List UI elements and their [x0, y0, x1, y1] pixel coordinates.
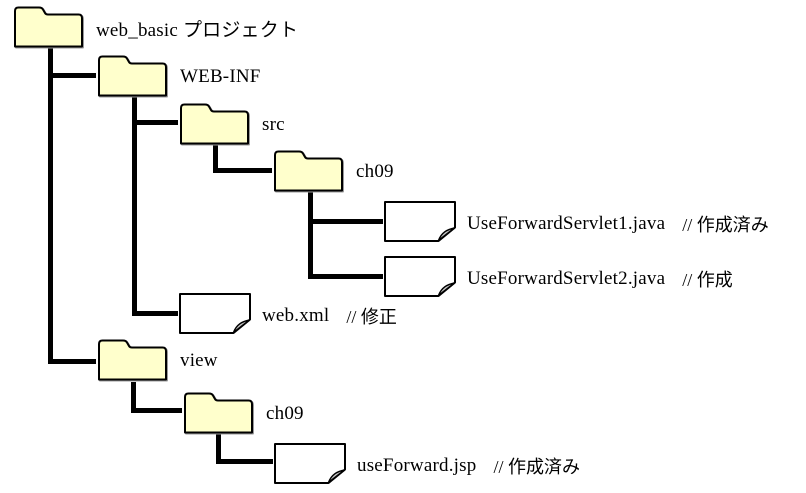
tree-connector-branch-servlet2 — [308, 274, 383, 279]
tree-node-src: src — [178, 100, 285, 146]
node-label: web.xml — [262, 304, 330, 326]
tree-connector-branch-ch09view — [131, 408, 182, 413]
folder-icon — [98, 55, 167, 97]
folder-icon — [184, 392, 253, 434]
tree-connector-branch-webxml — [132, 311, 178, 316]
tree-node-ch09-src: ch09 — [272, 147, 394, 193]
folder-icon — [98, 339, 167, 381]
tree-node-web-basic: web_basic プロジェクト — [12, 3, 298, 49]
tree-connector-branch-servlet1 — [308, 219, 383, 224]
tree-node-view: view — [96, 336, 218, 382]
tree-connector-trunk-view — [131, 382, 136, 413]
tree-connector-branch-webinf — [48, 73, 96, 78]
tree-connector-branch-jsp — [216, 459, 273, 464]
file-icon — [384, 201, 456, 242]
node-comment: // 作成済み — [682, 214, 769, 235]
node-label: UseForwardServlet2.java — [467, 267, 666, 289]
folder-icon — [180, 103, 249, 145]
tree-connector-trunk-webinf — [132, 97, 137, 316]
node-label: useForward.jsp — [357, 454, 477, 476]
folder-icon — [14, 6, 83, 48]
node-comment: // 作成 — [682, 269, 733, 290]
folder-icon — [274, 150, 343, 192]
file-icon — [384, 256, 456, 297]
file-icon — [274, 443, 346, 484]
file-icon — [179, 293, 251, 334]
node-label: web_basic プロジェクト — [96, 19, 299, 41]
tree-connector-branch-view — [48, 359, 96, 364]
node-label: ch09 — [266, 403, 304, 424]
tree-node-useforwardservlet1: UseForwardServlet1.java // 作成済み — [383, 200, 769, 243]
node-label: UseForwardServlet1.java — [467, 212, 666, 234]
tree-node-web-inf: WEB-INF — [96, 52, 261, 98]
node-label: ch09 — [356, 161, 394, 182]
tree-connector-branch-ch09src — [213, 168, 272, 173]
tree-node-useforward-jsp: useForward.jsp // 作成済み — [273, 442, 580, 485]
tree-connector-branch-src — [132, 120, 178, 125]
node-label: src — [262, 114, 285, 135]
tree-connector-trunk-ch09view — [216, 433, 221, 464]
tree-connector-trunk-src — [213, 145, 218, 173]
node-comment: // 修正 — [346, 306, 397, 327]
tree-connector-trunk-root — [48, 48, 53, 364]
node-label: view — [180, 350, 218, 371]
tree-node-web-xml: web.xml // 修正 — [178, 292, 397, 335]
tree-node-useforwardservlet2: UseForwardServlet2.java // 作成 — [383, 255, 733, 298]
tree-connector-trunk-ch09src — [308, 192, 313, 279]
tree-node-ch09-view: ch09 — [182, 389, 304, 435]
node-comment: // 作成済み — [493, 456, 580, 477]
node-label: WEB-INF — [180, 66, 261, 87]
